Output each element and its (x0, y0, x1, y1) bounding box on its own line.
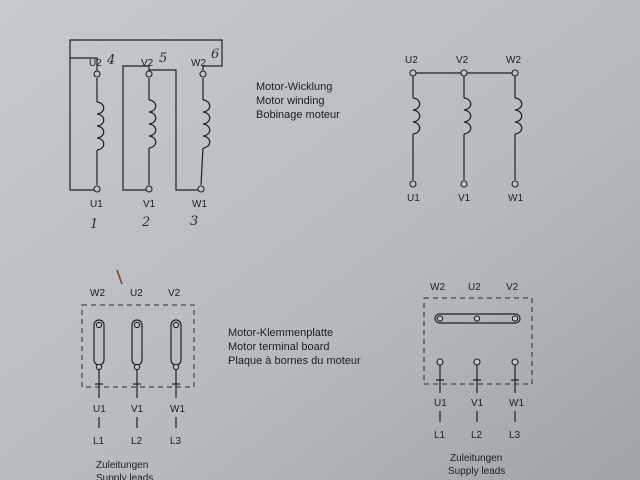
coil-w (200, 78, 211, 186)
handwritten-2: 2 (141, 215, 150, 230)
label-w1: W1 (508, 193, 523, 204)
winding-caption-fr: Bobinage moteur (256, 109, 340, 121)
label-v1: V1 (458, 193, 471, 204)
terminal-node (460, 69, 468, 77)
delta-winding-diagram: U2 V2 W2 4 5 6 U1 V1 W1 1 2 3 (69, 39, 223, 232)
terminal-node (95, 321, 103, 329)
terminal-node (145, 70, 153, 78)
handwritten-3: 3 (190, 214, 198, 229)
terminal-node (95, 363, 103, 371)
label-v2: V2 (506, 282, 519, 293)
label-u2: U2 (468, 282, 481, 293)
terminal-node (93, 185, 101, 193)
terminal-node (409, 69, 417, 77)
board-caption-en: Motor terminal board (228, 341, 330, 353)
terminal-node (511, 358, 519, 366)
star-winding-diagram: U2 V2 W2 U1 V1 W1 (405, 55, 523, 204)
handwritten-1: 1 (90, 217, 98, 232)
winding-caption: Motor-Wicklung Motor winding Bobinage mo… (256, 81, 340, 121)
label-w1: W1 (192, 199, 207, 210)
terminal-node (145, 185, 153, 193)
terminal-node (511, 69, 519, 77)
label-v1: V1 (131, 404, 144, 415)
label-l2: L2 (471, 430, 483, 441)
leads-caption-de: Zuleitungen (96, 460, 148, 471)
lead-wires (95, 370, 180, 428)
label-v1: V1 (143, 199, 156, 210)
terminal-board-star: W2 U2 V2 U1 V1 W1 L1 L2 L3 Zuleitungen (423, 282, 533, 477)
label-u1: U1 (93, 404, 106, 415)
label-v2: V2 (456, 55, 469, 66)
label-l3: L3 (509, 430, 521, 441)
coil-v (148, 78, 157, 185)
winding-caption-de: Motor-Wicklung (256, 81, 332, 93)
terminal-node (133, 321, 141, 329)
coil-u (96, 78, 105, 185)
terminal-node (133, 363, 141, 371)
terminal-node (460, 180, 468, 188)
label-w1: W1 (509, 398, 524, 409)
board-caption-fr: Plaque à bornes du moteur (228, 355, 361, 367)
handwritten-4: 4 (106, 53, 115, 68)
star-bridge-bar (434, 313, 521, 324)
label-w2: W2 (191, 58, 206, 69)
coil-w-star (514, 73, 523, 180)
terminal-node (436, 358, 444, 366)
handwriting-mark (116, 269, 123, 285)
leads-caption-en: Supply leads (96, 473, 153, 480)
label-u1: U1 (434, 398, 447, 409)
terminal-node (473, 358, 481, 366)
board-outline (81, 304, 195, 388)
terminal-node (199, 70, 207, 78)
terminal-node (409, 180, 417, 188)
label-w2: W2 (90, 288, 105, 299)
label-w2: W2 (506, 55, 521, 66)
terminal-node (473, 315, 481, 322)
label-u2: U2 (89, 58, 102, 69)
label-l1: L1 (93, 436, 105, 447)
terminal-node (93, 70, 101, 78)
label-u2: U2 (130, 288, 143, 299)
handwritten-5: 5 (159, 51, 167, 66)
coil-u-star (412, 73, 421, 180)
handwritten-6: 6 (211, 47, 219, 62)
label-w1: W1 (170, 404, 185, 415)
coil-v-star (463, 73, 472, 180)
label-l1: L1 (434, 430, 446, 441)
terminal-node (511, 180, 519, 188)
leads-caption-de: Zuleitungen (450, 453, 502, 464)
board-outline (423, 297, 533, 385)
label-v2: V2 (141, 58, 154, 69)
leads-caption-en: Supply leads (448, 466, 505, 477)
board-caption-de: Motor-Klemmenplatte (228, 327, 333, 339)
terminal-node (172, 363, 180, 371)
bridge-links (93, 319, 182, 371)
label-u1: U1 (90, 199, 103, 210)
winding-caption-en: Motor winding (256, 95, 324, 107)
label-l3: L3 (170, 436, 182, 447)
terminal-node (436, 315, 444, 322)
label-w2: W2 (430, 282, 445, 293)
terminal-board-delta: W2 U2 V2 U1 V1 W1 L1 (81, 269, 195, 480)
label-u2: U2 (405, 55, 418, 66)
label-l2: L2 (131, 436, 143, 447)
label-v1: V1 (471, 398, 484, 409)
terminal-node (511, 315, 519, 322)
terminal-node (197, 185, 205, 193)
label-v2: V2 (168, 288, 181, 299)
lead-wires (436, 358, 519, 422)
label-u1: U1 (407, 193, 420, 204)
terminal-node (172, 321, 180, 329)
board-caption: Motor-Klemmenplatte Motor terminal board… (228, 327, 361, 367)
